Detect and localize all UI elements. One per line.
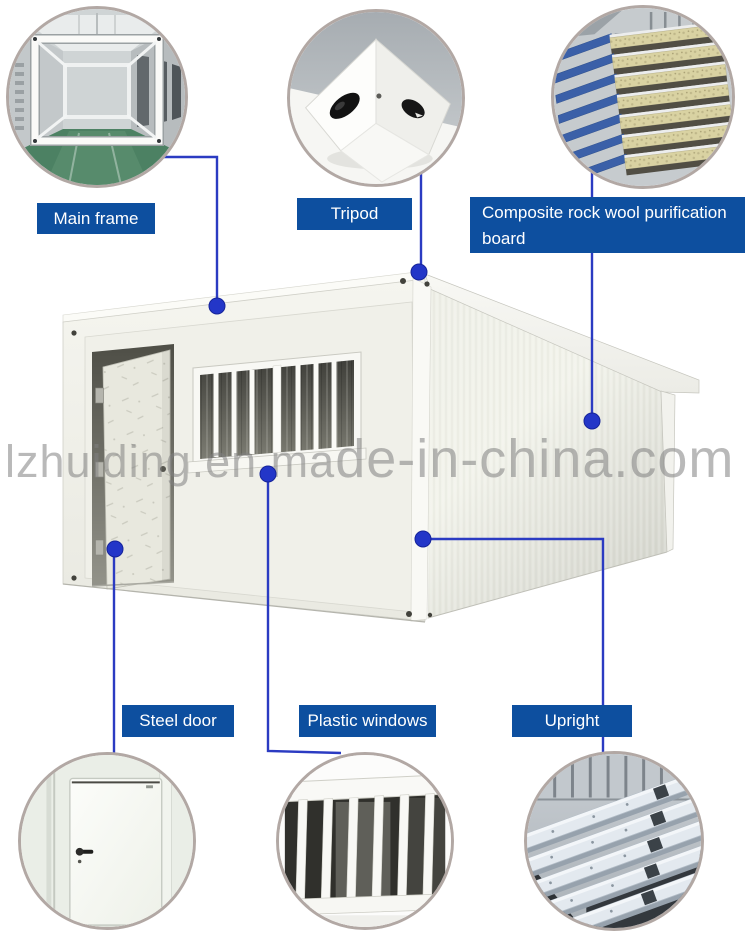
photo-upright (524, 751, 704, 931)
connector-main-frame (160, 155, 219, 306)
steel-door-photo-art (21, 755, 193, 927)
dot-steel-door (106, 540, 124, 558)
corner-bolts (71, 278, 433, 618)
watermark-part1: lzhuiding.en.ma (5, 436, 336, 487)
photo-main-frame (6, 6, 188, 188)
photo-steel-door (18, 752, 196, 930)
dot-tripod (410, 263, 428, 281)
label-composite-board: Composite rock wool purification board (470, 197, 745, 253)
watermark-part2: de-in-china.com (335, 429, 735, 489)
dot-upright (414, 530, 432, 548)
plastic-windows-photo-art (279, 755, 451, 927)
house-side-wall (427, 287, 668, 619)
label-steel-door: Steel door (122, 705, 234, 737)
dot-plastic-windows (259, 465, 277, 483)
house-rear-edge (660, 390, 676, 553)
connector-plastic-windows (266, 474, 342, 755)
label-main-frame: Main frame (37, 203, 155, 234)
house-steel-door (91, 344, 175, 590)
dot-main-frame (208, 297, 226, 315)
watermark: lzhuiding.en.made-in-china.com (5, 428, 734, 490)
dot-composite-board (583, 412, 601, 430)
composite-board-photo-art (554, 8, 732, 186)
photo-composite-board (551, 5, 735, 189)
photo-plastic-windows (276, 752, 454, 930)
photo-tripod (287, 9, 465, 187)
connector-upright (423, 537, 605, 753)
tripod-photo-art (290, 12, 462, 184)
house-window (187, 351, 367, 474)
window-sill (187, 447, 367, 474)
main-frame-photo-art (9, 9, 185, 185)
label-upright: Upright (512, 705, 632, 737)
upright-photo-art (527, 754, 701, 928)
label-plastic-windows: Plastic windows (299, 705, 436, 737)
label-tripod: Tripod (297, 198, 412, 230)
